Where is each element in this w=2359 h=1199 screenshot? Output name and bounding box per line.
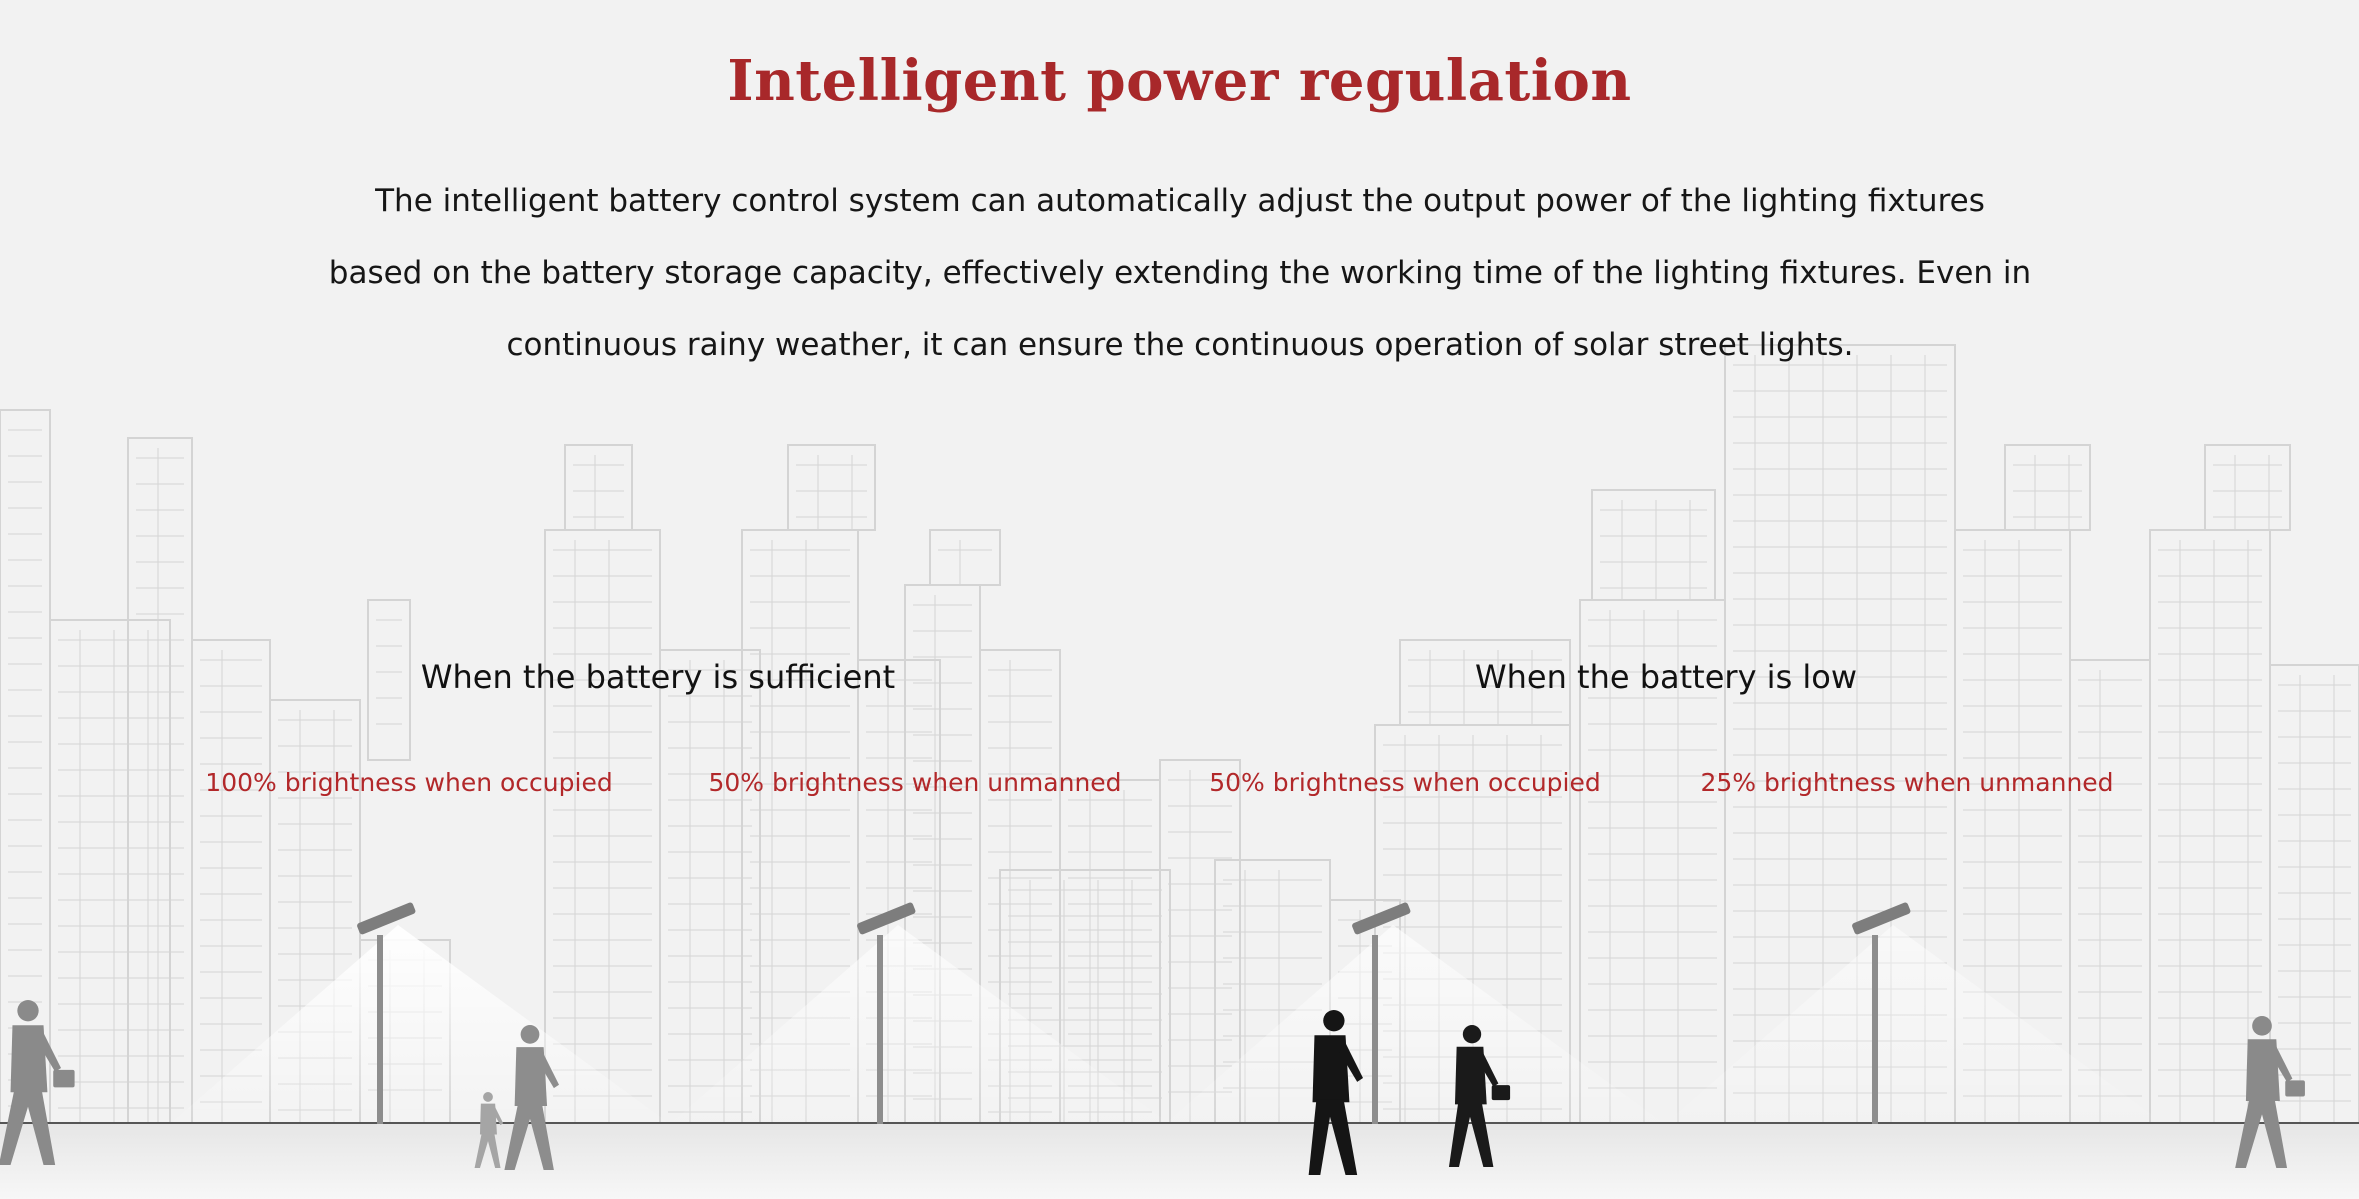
pedestrian-silhouette-icon bbox=[0, 1000, 75, 1165]
street-light-pole bbox=[1372, 935, 1378, 1124]
mode-label: 50% brightness when unmanned bbox=[708, 768, 1122, 797]
pedestrian-silhouette-icon bbox=[1308, 1010, 1363, 1175]
description-line: based on the battery storage capacity, e… bbox=[328, 255, 2032, 291]
street-light-icon bbox=[1352, 902, 1411, 935]
building-outline bbox=[564, 444, 633, 531]
street-light-pole bbox=[877, 935, 883, 1124]
ground-strip bbox=[0, 1124, 2359, 1199]
street-light-icon bbox=[1852, 902, 1911, 935]
street-light-icon bbox=[357, 902, 416, 935]
building-outline bbox=[2149, 529, 2271, 1125]
building-outline bbox=[2204, 444, 2291, 531]
scenario-heading-low: When the battery is low bbox=[1474, 658, 1858, 696]
mode-label: 25% brightness when unmanned bbox=[1700, 768, 2114, 797]
building-outline bbox=[929, 529, 1001, 586]
street-light-pole bbox=[377, 935, 383, 1124]
pedestrian-silhouette-icon bbox=[504, 1025, 559, 1170]
building-outline bbox=[127, 437, 193, 1125]
street-lights bbox=[357, 902, 1911, 1124]
pedestrian-silhouette-icon bbox=[474, 1092, 504, 1168]
pedestrians bbox=[0, 1000, 2305, 1175]
building-outline bbox=[544, 529, 661, 1125]
light-beam bbox=[670, 925, 1170, 1124]
light-beam bbox=[1165, 925, 1665, 1124]
description-line: continuous rainy weather, it can ensure … bbox=[506, 327, 1854, 363]
building-outline bbox=[49, 619, 171, 1125]
street-light-pole bbox=[1872, 935, 1878, 1124]
pedestrian-silhouette-icon bbox=[1448, 1025, 1511, 1167]
building-outline bbox=[367, 599, 411, 761]
description-line: The intelligent battery control system c… bbox=[375, 183, 1985, 219]
building-outline bbox=[2069, 659, 2151, 1125]
pedestrian-silhouette-icon bbox=[2235, 1016, 2305, 1168]
building-outline bbox=[2004, 444, 2091, 531]
street-light-icon bbox=[857, 902, 916, 935]
building-outline bbox=[2269, 664, 2359, 1125]
description-paragraph: The intelligent battery control system c… bbox=[290, 165, 2070, 381]
building-outline bbox=[1399, 639, 1571, 726]
mode-label: 50% brightness when occupied bbox=[1209, 768, 1601, 797]
light-beams bbox=[170, 925, 2165, 1124]
light-beam bbox=[1665, 925, 2165, 1124]
page-title: Intelligent power regulation bbox=[727, 48, 1632, 114]
building-outline bbox=[787, 444, 876, 531]
building-outline bbox=[1591, 489, 1716, 601]
mode-label: 100% brightness when occupied bbox=[205, 768, 613, 797]
building-outline bbox=[659, 649, 761, 1125]
scenario-heading-sufficient: When the battery is sufficient bbox=[420, 658, 896, 696]
